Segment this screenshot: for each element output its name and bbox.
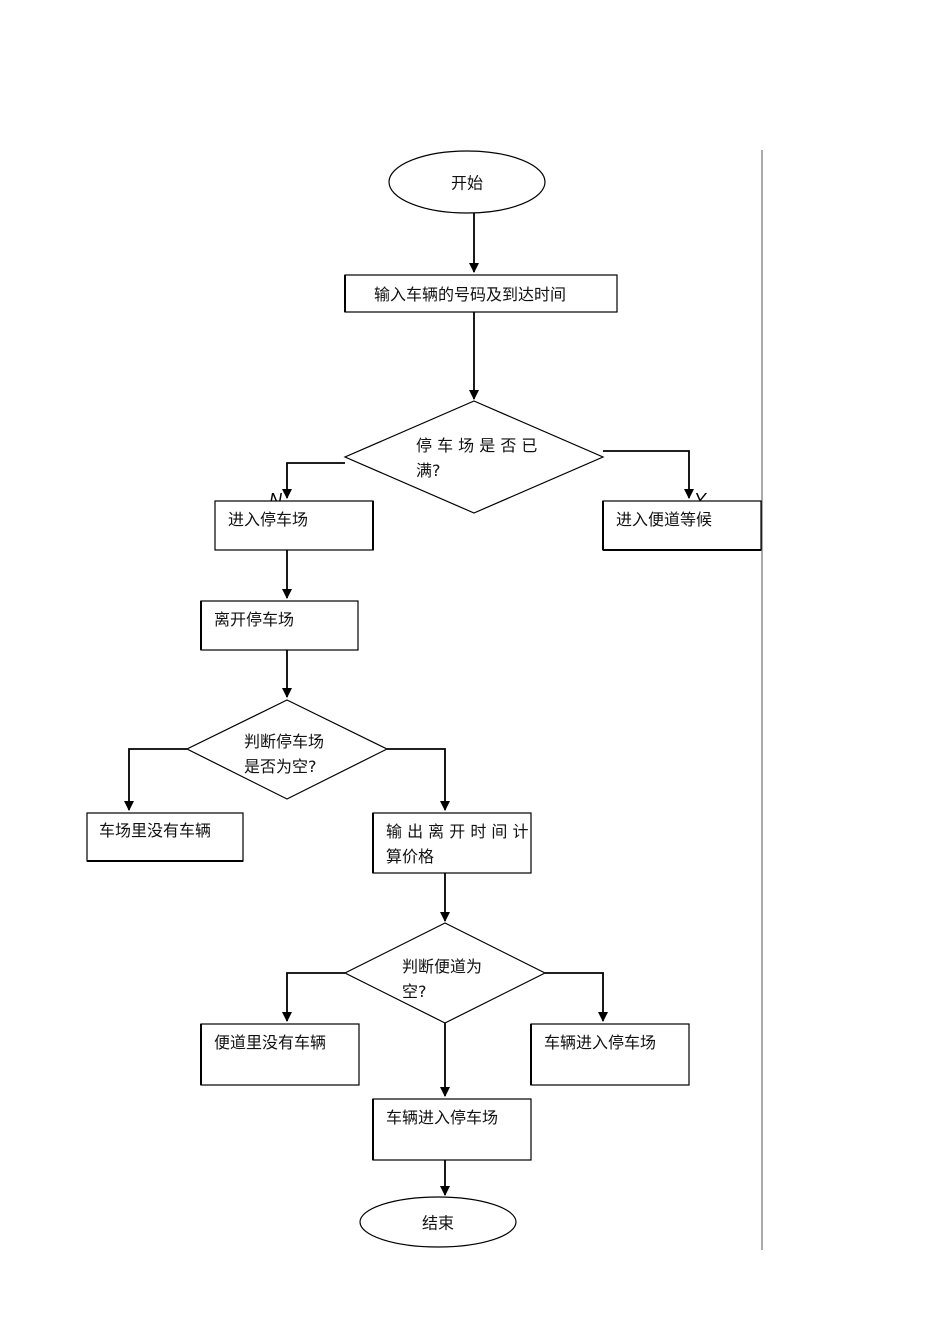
check-empty-label-line1: 判断停车场	[244, 732, 324, 751]
edge-check-full-yes	[603, 450, 694, 499]
input-node: 输入车辆的号码及到达时间	[344, 274, 618, 313]
side-empty-label: 便道里没有车辆	[214, 1033, 326, 1052]
end-node: 结束	[359, 1196, 517, 1248]
leave-lot-node: 离开停车场	[200, 600, 359, 651]
output-label-line2: 算价格	[386, 847, 434, 866]
edge-check-empty-no	[387, 748, 450, 811]
start-label: 开始	[451, 174, 483, 193]
check-empty-decision: 判断停车场 是否为空?	[185, 699, 389, 800]
car-enter-right-node: 车辆进入停车场	[530, 1023, 690, 1086]
edge-check-empty-yes	[124, 748, 187, 811]
enter-side-node: 进入便道等候	[602, 500, 762, 551]
output-label-line1: 输 出 离 开 时 间 计	[386, 822, 529, 841]
check-side-decision: 判断便道为 空?	[343, 922, 547, 1024]
car-enter-center-label: 车辆进入停车场	[386, 1108, 498, 1127]
enter-side-label: 进入便道等候	[616, 510, 712, 529]
edge-check-side-right	[545, 972, 608, 1022]
check-side-label-line2: 空?	[402, 982, 427, 1001]
check-full-decision: 停 车 场 是 否 已 满?	[343, 400, 605, 514]
check-full-label-line2: 满?	[416, 461, 441, 480]
no-car-node: 车场里没有车辆	[86, 812, 244, 862]
side-empty-node: 便道里没有车辆	[200, 1023, 360, 1086]
enter-lot-label: 进入停车场	[228, 510, 308, 529]
output-node: 输 出 离 开 时 间 计 算价格	[372, 812, 532, 874]
leave-lot-label: 离开停车场	[214, 610, 294, 629]
no-car-label: 车场里没有车辆	[99, 821, 211, 840]
edge-check-full-no	[282, 462, 345, 499]
end-label: 结束	[422, 1214, 454, 1233]
edge-check-side-left	[282, 972, 345, 1022]
car-enter-right-label: 车辆进入停车场	[544, 1033, 656, 1052]
check-empty-label-line2: 是否为空?	[244, 757, 317, 776]
input-label: 输入车辆的号码及到达时间	[374, 285, 566, 304]
enter-lot-node: 进入停车场	[214, 500, 374, 551]
check-side-label-line1: 判断便道为	[402, 957, 482, 976]
car-enter-center-node: 车辆进入停车场	[372, 1098, 532, 1161]
check-full-label-line1: 停 车 场 是 否 已	[416, 436, 537, 455]
start-node: 开始	[388, 150, 546, 214]
